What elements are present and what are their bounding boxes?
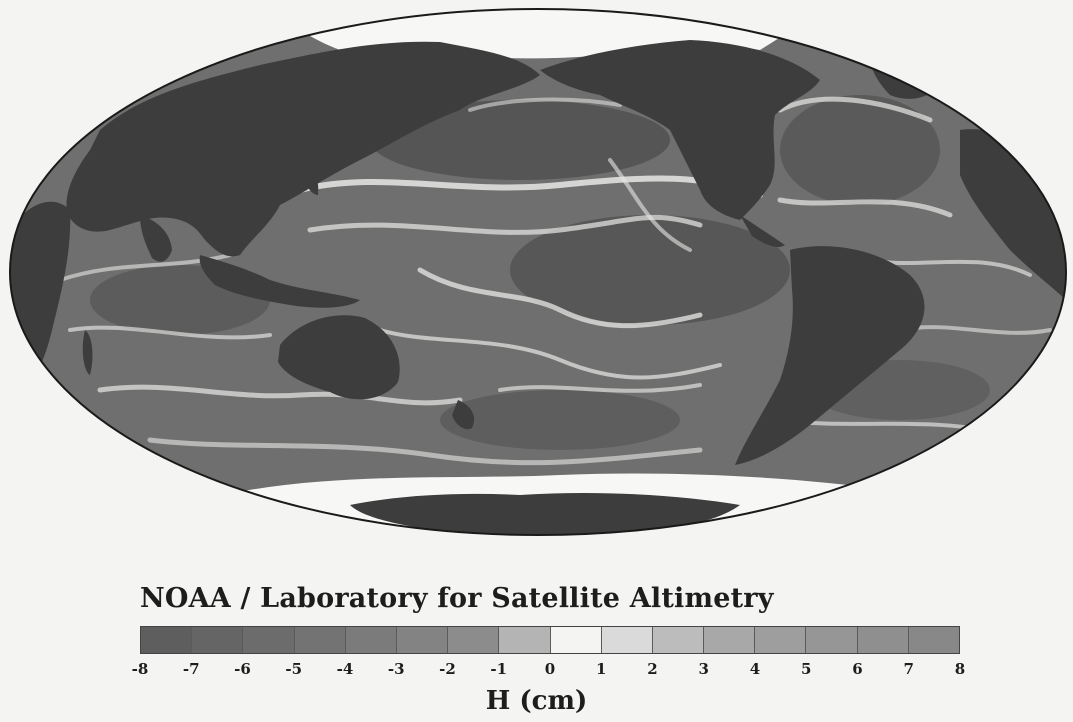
ocean-anomaly-streaks [58,96,1057,466]
landmass-north-america [540,40,820,220]
landmass-central-america [740,215,785,247]
legend-tick-label: 0 [544,660,556,678]
legend-tick-label: 7 [903,660,914,678]
legend-tick-label: 1 [596,660,607,678]
legend-tick-label: -3 [387,660,405,678]
legend-unit-label: H (cm) [485,686,588,716]
legend-swatch [704,627,756,653]
legend-swatch [806,627,858,653]
landmass-australia [278,315,400,400]
legend-swatch [499,627,551,653]
legend-tick-label: -4 [336,660,354,678]
legend-swatch [908,627,959,653]
landmass-japan [300,150,319,195]
landmass-south-america [735,246,925,465]
landmass-india [140,215,172,262]
legend-swatch [857,627,909,653]
ocean-anomaly-low [440,390,680,450]
landmass-madagascar [82,330,93,375]
landmass-southeast-asia [199,255,360,308]
legend-tick-label: -7 [182,660,200,678]
legend-swatch [396,627,449,653]
landmass-eurasia [66,41,541,257]
ocean-anomaly-low [510,215,790,325]
landmass-antarctica [350,493,740,535]
legend-swatch [448,627,500,653]
legend-swatch [345,627,397,653]
legend-tick-label: 2 [647,660,658,678]
landmass-new-zealand [452,400,475,430]
world-map [9,8,1067,536]
globe-outline [9,8,1067,536]
legend-tick-label: 5 [801,660,812,678]
legend-swatch [652,627,705,653]
legend-tick-label: -1 [490,660,508,678]
legend-swatch [755,627,807,653]
legend-swatch [141,627,193,653]
legend-tick-label: -2 [439,660,456,678]
legend-tick-label: 6 [852,660,863,678]
legend-swatch [601,627,653,653]
legend-tick-label: -5 [285,660,303,678]
legend-swatch [243,627,295,653]
color-legend-ticks: -8 -7 -6 -5 -4 -3 -2 -1 0 1 2 3 4 5 6 7 8 [132,660,966,680]
ocean-anomaly-low [780,95,940,205]
legend-tick-label: -8 [131,660,149,678]
legend-swatch [192,627,244,653]
legend-tick-label: 4 [749,660,761,678]
legend-swatch [550,627,602,653]
ocean-anomaly-low [370,100,670,180]
legend-tick-label: 8 [954,660,966,678]
color-legend-bar [140,626,960,654]
legend-tick-label: -6 [234,660,251,678]
legend-tick-label: 3 [698,660,709,678]
legend-swatch [294,627,346,653]
map-credit: NOAA / Laboratory for Satellite Altimetr… [140,583,774,614]
